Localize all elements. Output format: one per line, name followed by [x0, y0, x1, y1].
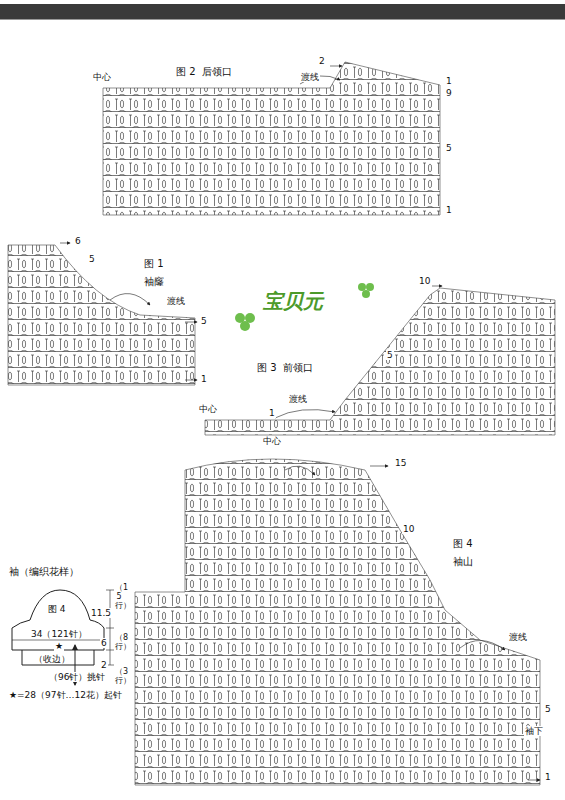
- chart-label: 1: [200, 374, 208, 384]
- figure-title: 袖（编织花样）: [8, 566, 80, 578]
- chart-label: 1: [445, 76, 453, 86]
- chart-label: （96针）挑针: [48, 672, 106, 682]
- chart-label: 1: [544, 772, 552, 782]
- chart-label: 2: [318, 56, 326, 66]
- row-count: （15行）: [114, 584, 124, 610]
- figure-title: 图 4: [452, 538, 474, 550]
- chart-label: 5: [88, 254, 96, 264]
- figure-title: 图 2 后领口: [175, 66, 233, 78]
- chart-label: 渡线: [288, 394, 308, 404]
- chart-label: 9: [445, 88, 453, 98]
- chart-label: 5: [544, 704, 552, 714]
- watermark: 宝贝元: [262, 290, 324, 313]
- figure-title: 袖窿: [143, 276, 165, 288]
- chart-label: 10: [402, 524, 415, 534]
- chart-label: 6: [100, 638, 108, 648]
- figure-title: 袖山: [452, 556, 474, 568]
- chart-label: 11.5: [90, 608, 112, 618]
- chart-label: ★: [54, 641, 64, 651]
- chart-label: 1: [268, 408, 276, 418]
- chart-label: 袖下: [524, 726, 544, 736]
- chart-label: 2: [100, 660, 108, 670]
- chart-label: 中心: [198, 404, 218, 414]
- chart-label: 图 4: [47, 604, 67, 614]
- chart-label: 中心: [92, 72, 112, 82]
- chart-label: 15: [394, 458, 407, 468]
- chart-label: 5: [200, 316, 208, 326]
- chart-label: 10: [418, 276, 431, 286]
- row-count: （3行）: [114, 668, 124, 686]
- chart-label: 34（121针）: [30, 629, 88, 639]
- chart-label: 中心: [262, 436, 282, 446]
- chart-label: ★=28（97针…12花）起针: [8, 690, 123, 700]
- chart-label: 渡线: [300, 72, 320, 82]
- chart-label: 5: [445, 143, 453, 153]
- figure-title: 图 3 前领口: [256, 362, 314, 374]
- chart-label: 1: [445, 205, 453, 215]
- chart-label: 6: [74, 236, 82, 246]
- figure-title: 图 1: [143, 258, 165, 270]
- chart-label: 渡线: [166, 296, 186, 306]
- row-count: （8行）: [114, 634, 124, 652]
- chart-label: 5: [386, 350, 394, 360]
- chart-label: （收边）: [33, 654, 71, 664]
- chart-label: 渡线: [508, 632, 528, 642]
